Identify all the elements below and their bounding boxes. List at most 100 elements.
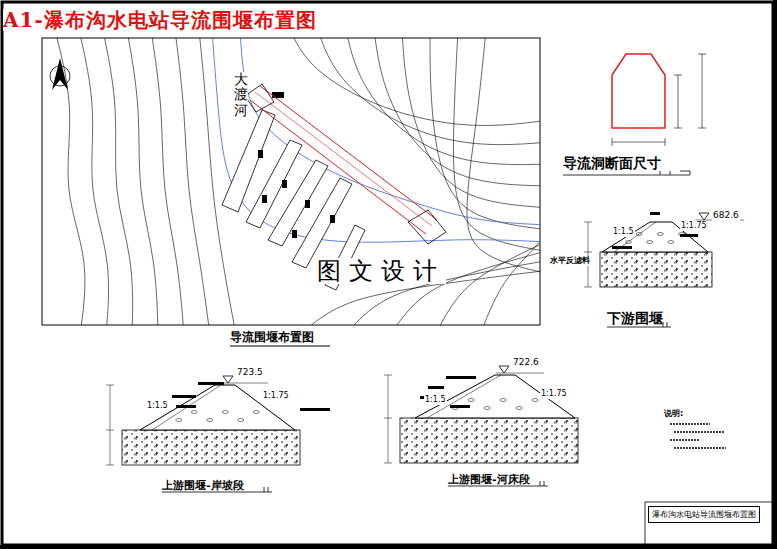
diversion-tunnel <box>250 100 426 234</box>
plan-view <box>55 38 540 325</box>
section-title: 上游围堰-河床段 <box>448 474 530 486</box>
fill-hatch <box>484 407 490 410</box>
callout-mark <box>176 405 196 408</box>
note-text-line <box>670 439 700 441</box>
drawing-line <box>496 373 544 374</box>
elevation-mark <box>499 366 509 373</box>
fill-hatch <box>468 399 474 402</box>
slope-ratio: 1:1.5 <box>424 396 447 405</box>
tunnel-inlet <box>245 84 274 112</box>
title-block-cell: 瀑布沟水电站导流围堰布置图 <box>648 506 760 523</box>
diversion-tunnel <box>255 92 432 226</box>
contour-line <box>346 38 540 165</box>
callout-mark <box>650 212 660 215</box>
callout-mark <box>612 246 632 249</box>
fill-hatch <box>253 411 259 414</box>
contour-line <box>290 38 540 125</box>
dimension-line <box>106 385 114 465</box>
contour-line <box>103 38 133 325</box>
contour-line <box>151 38 184 325</box>
fill-hatch <box>668 241 674 244</box>
diversion-tunnel <box>260 86 437 220</box>
plan-frame <box>42 38 540 325</box>
callout-mark <box>330 215 335 223</box>
fill-hatch <box>238 419 244 422</box>
callout-mark <box>446 376 476 379</box>
foundation-gravel <box>600 252 712 287</box>
title-block <box>645 502 773 545</box>
slope-ratio: 1:1.75 <box>540 390 568 399</box>
callout-mark <box>292 230 297 238</box>
drawing-line <box>220 383 268 384</box>
callout-mark <box>272 92 284 98</box>
contour-line <box>175 38 210 325</box>
elevation-value: 682.6 <box>712 211 740 221</box>
callout-mark <box>450 405 470 408</box>
contour-line <box>402 38 540 208</box>
section-title: 导流洞断面尺寸 <box>563 156 661 171</box>
elevation-mark <box>223 376 233 383</box>
drawing-line <box>230 346 330 347</box>
note-text-line <box>674 447 726 449</box>
foundation-gravel <box>400 418 578 463</box>
contour-line <box>79 38 109 325</box>
slope-ratio: 1:1.75 <box>262 392 290 401</box>
contour-line <box>435 240 540 325</box>
contour-line <box>453 38 540 252</box>
elevation-value: 722.6 <box>512 358 540 368</box>
contour-line <box>127 38 158 325</box>
contour-line <box>55 38 85 325</box>
contour-line <box>430 38 540 230</box>
north-arrow <box>52 58 68 90</box>
river-name: 大渡河 <box>234 72 248 118</box>
drawing-line <box>584 212 744 287</box>
slope-ratio: 1:1.5 <box>146 402 169 411</box>
cofferdam-section <box>415 375 575 418</box>
slope-ratio: 1:1.75 <box>680 222 708 231</box>
fill-hatch <box>207 419 213 422</box>
contour-line <box>199 38 236 325</box>
callout-mark <box>172 395 196 398</box>
section-title: 上游围堰-岸坡段 <box>162 480 244 492</box>
fill-hatch <box>222 411 228 414</box>
view-caption: 导流围堰布置图 <box>230 331 314 344</box>
fill-hatch <box>647 241 653 244</box>
fill-hatch <box>532 399 538 402</box>
elevation-value: 723.5 <box>236 368 264 378</box>
fill-hatch <box>516 407 522 410</box>
fill-hatch <box>191 411 197 414</box>
contour-line <box>480 230 540 325</box>
tunnel-section <box>612 54 665 128</box>
note-text-line <box>674 431 724 433</box>
drawing-line <box>106 376 330 465</box>
drawing-line <box>384 366 578 463</box>
material-label: 水平反滤料 <box>549 257 591 266</box>
contour-line <box>318 38 540 145</box>
callout-mark <box>305 200 310 208</box>
callout-mark <box>262 195 267 203</box>
watermark: 图文设计 <box>316 258 446 284</box>
slope-ratio: 1:1.5 <box>612 228 635 237</box>
drawing-name: 瀑布沟水电站导流围堰布置图 <box>652 509 756 520</box>
dimension-line <box>384 375 392 463</box>
drawing-line <box>773 0 777 549</box>
callout-mark <box>258 150 263 158</box>
callout-mark <box>680 234 698 237</box>
drawing-line <box>50 66 70 86</box>
callout-mark <box>300 408 330 411</box>
section-title: 下游围堰 <box>607 311 663 326</box>
sheet-title: A1-瀑布沟水电站导流围堰布置图 <box>3 9 317 31</box>
callout-mark <box>198 382 224 385</box>
river-bank <box>212 38 540 242</box>
river-bank <box>240 38 540 225</box>
notes-heading: 说明: <box>663 410 684 419</box>
contour-line <box>374 38 540 186</box>
fill-hatch <box>500 399 506 402</box>
note-text-line <box>670 423 710 425</box>
callout-mark <box>282 180 287 188</box>
drawing-line <box>0 545 777 549</box>
fill-hatch <box>657 233 663 236</box>
dimension-line <box>612 54 706 146</box>
callout-mark <box>428 386 444 389</box>
